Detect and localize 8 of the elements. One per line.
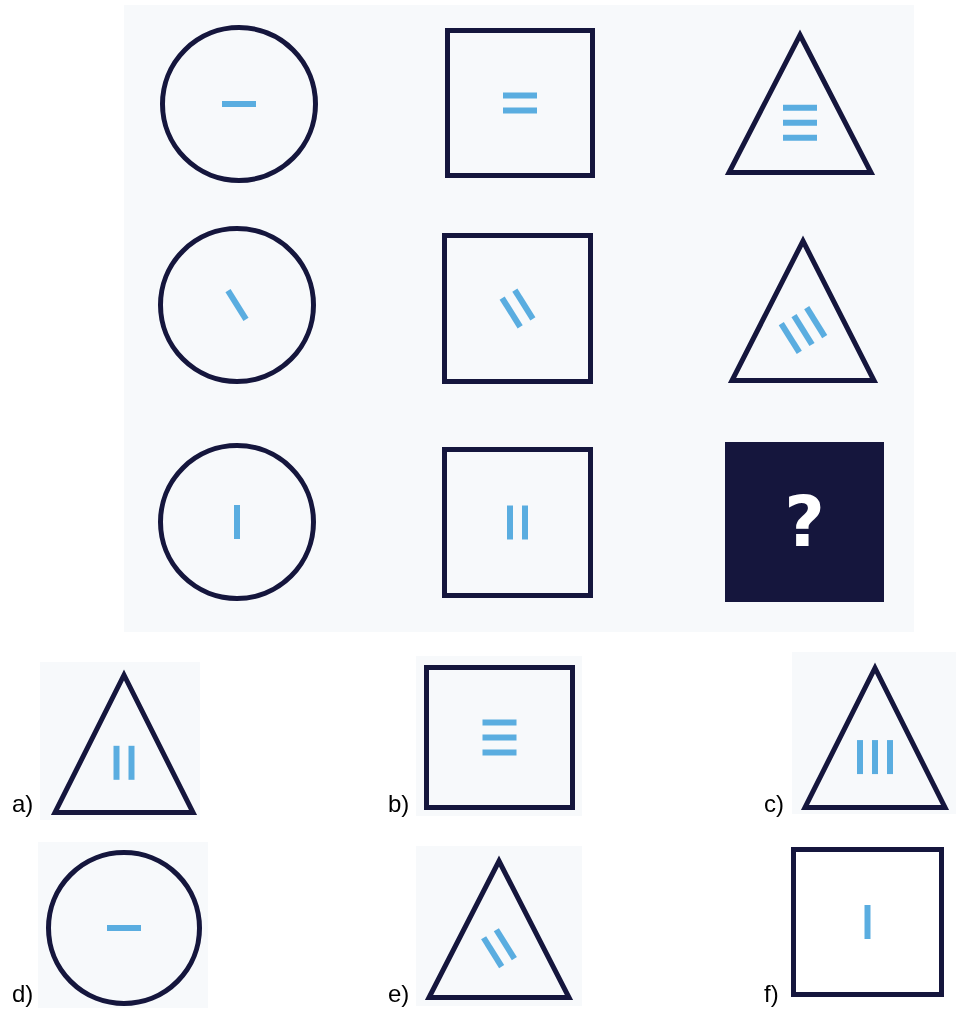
question-mark: ? [784, 481, 825, 563]
option-label: f) [764, 980, 779, 1008]
option-label: a) [12, 790, 34, 818]
option-label: e) [388, 980, 410, 1008]
option-label: b) [388, 790, 410, 818]
option-label: c) [764, 790, 784, 818]
option-label: d) [12, 980, 34, 1008]
question-card [725, 442, 884, 602]
